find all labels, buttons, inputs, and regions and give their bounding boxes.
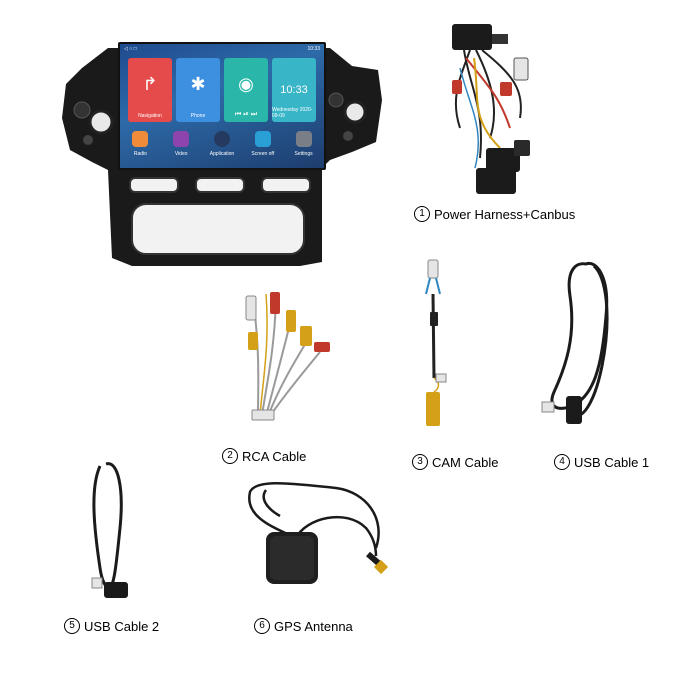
caption-rca-cable: 2 RCA Cable [222, 448, 306, 464]
usb-cable-2-image [91, 462, 128, 598]
gps-antenna-image [248, 482, 389, 584]
caption-number: 2 [222, 448, 238, 464]
bluetooth-icon: ✱ [190, 74, 206, 94]
caption-text: RCA Cable [242, 448, 307, 464]
caption-number: 5 [64, 618, 80, 634]
cam-cable-image [425, 259, 447, 426]
caption-number: 6 [254, 618, 270, 634]
dock-video: Video [165, 128, 197, 157]
status-bar: ◁ ○ □ 10:33 [120, 44, 324, 54]
nav-icons: ◁ ○ □ [124, 46, 137, 52]
tile-phone: ✱ Phone [176, 58, 220, 122]
tile-navigation-label: Navigation [138, 113, 162, 119]
caption-text: CAM Cable [432, 454, 499, 470]
settings-gear-icon [295, 131, 312, 147]
navigation-arrow-icon: ↱ [142, 74, 158, 94]
dock-settings-label: Settings [294, 151, 313, 157]
music-controls-icon: ⏮ ⏯ ⏭ [234, 111, 258, 118]
caption-text: GPS Antenna [274, 618, 353, 634]
dock-application-label: Application [209, 151, 235, 157]
tile-music: ◉ ⏮ ⏯ ⏭ [224, 58, 268, 122]
album-art-icon: ◉ [238, 74, 254, 94]
dock-radio-label: Radio [133, 151, 147, 157]
power-icon [254, 131, 271, 147]
clock-time: 10:33 [280, 84, 308, 96]
caption-usb-cable-2: 5 USB Cable 2 [64, 618, 159, 634]
video-icon [173, 131, 190, 147]
radio-icon [132, 131, 149, 147]
dock-screen-off-label: Screen off [251, 151, 275, 157]
usb-cable-1-image [541, 261, 609, 424]
caption-power-harness: 1 Power Harness+Canbus [414, 206, 575, 222]
caption-cam-cable: 3 CAM Cable [412, 454, 498, 470]
caption-text: USB Cable 1 [574, 454, 650, 470]
caption-number: 1 [414, 206, 430, 222]
tile-phone-label: Phone [190, 113, 206, 119]
dock-radio: Radio [124, 128, 156, 157]
caption-number: 3 [412, 454, 428, 470]
caption-gps-antenna: 6 GPS Antenna [254, 618, 353, 634]
dock-settings: Settings [288, 128, 320, 157]
power-harness-image [452, 24, 530, 194]
app-dock: Radio Video Application Screen off Setti… [120, 128, 324, 164]
caption-text: Power Harness+Canbus [434, 206, 576, 222]
head-unit-screen: ◁ ○ □ 10:33 ↱ Navigation ✱ Phone ◉ ⏮ ⏯ ⏭… [118, 42, 326, 170]
caption-text: USB Cable 2 [84, 618, 160, 634]
application-icon [213, 131, 230, 147]
clock-date: Wednesday 2020-09-09 [272, 107, 313, 119]
tile-clock: 10:33 Wednesday 2020-09-09 [272, 58, 316, 122]
tile-navigation: ↱ Navigation [128, 58, 172, 122]
dock-video-label: Video [174, 151, 188, 157]
dock-screen-off: Screen off [247, 128, 279, 157]
caption-usb-cable-1: 4 USB Cable 1 [554, 454, 649, 470]
dock-application: Application [206, 128, 238, 157]
rca-cable-image [245, 292, 330, 421]
caption-number: 4 [554, 454, 570, 470]
status-time: 10:33 [307, 46, 320, 52]
